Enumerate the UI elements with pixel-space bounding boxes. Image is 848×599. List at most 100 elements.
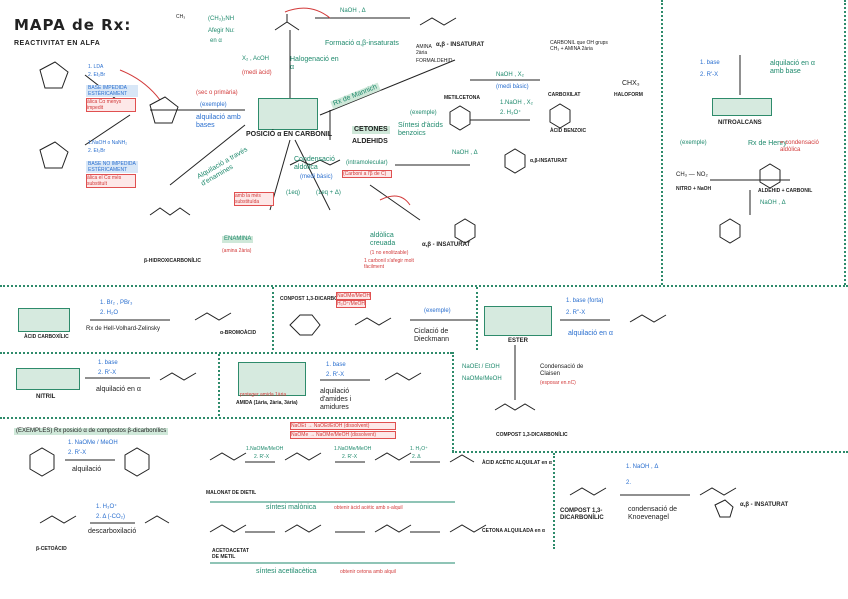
- divider-row3-a: [218, 354, 220, 416]
- sintesi-malonica: síntesi malònica: [266, 504, 317, 511]
- nitro-rx: 2. R'-X: [700, 72, 719, 78]
- nitril-alq: alquilació en α: [96, 386, 141, 393]
- medi-acid: (medi àcid): [242, 70, 272, 76]
- claisen-sub: (esposar en.nC): [540, 380, 576, 386]
- sec-primaria-label: (sec o primària): [196, 90, 238, 96]
- haloform: HALOFORM: [614, 92, 643, 98]
- step-h3o: 2. H₃O⁺: [500, 110, 522, 116]
- nitroalcans-label: NITROALCANS: [718, 120, 762, 126]
- afegir-nu-label: Afegir Nu:: [208, 28, 235, 34]
- amine-reagent: (CH₃)₂NH: [208, 16, 235, 22]
- knoev-step1: 1. NaOH , Δ: [626, 464, 659, 470]
- warn-naome: NaOMe → NaOMe/MeOH (dissolvent): [290, 431, 396, 439]
- malon-step2: 2. R'-X: [254, 454, 270, 460]
- nitro-exemple: (exemple): [680, 140, 707, 146]
- row4-rx: 2. R'-X: [68, 450, 87, 456]
- naoh-heat-mid: NaOH , Δ: [452, 150, 478, 156]
- nitril-label: NITRIL: [36, 394, 56, 400]
- en-alfa-label: en α: [210, 38, 222, 44]
- divider-row2-b: [476, 287, 478, 350]
- aldol-label: Condensació aldòlica: [294, 156, 335, 171]
- aldol-medi: (medi bàsic): [300, 174, 333, 180]
- naome-box: NaOMe/MeOH: [336, 292, 372, 300]
- row4-naome: 1. NaOMe / MeOH: [68, 440, 118, 446]
- ketoacid-label: β-CETOÀCID: [36, 546, 67, 552]
- base-no-impedida-note: BASE NO IMPEDIDA ESTÈRICAMENT: [86, 161, 138, 173]
- ester-label: ESTER: [508, 338, 529, 344]
- hvz-label: Rx de Hell-Volhard-Zelinsky: [86, 326, 161, 332]
- divider-nitro-right: [844, 0, 846, 285]
- ketoacid-co2: 2. Δ (-CO₂): [96, 514, 126, 520]
- br-pbr3: 1. Br₂ , PBr₃: [100, 300, 133, 306]
- insat-product: α,β - INSATURAT: [436, 42, 485, 48]
- central-label: POSICIÓ α EN CARBONIL: [246, 131, 332, 138]
- exemple-mid: (exemple): [410, 110, 437, 116]
- enamina-label: ENAMINA: [222, 236, 254, 243]
- et2-step-2: 2. Et₂Br: [88, 148, 106, 154]
- naoh-x2: NaOH , X₂: [496, 72, 525, 78]
- naoh-step: 1.NaOH o NaNH₂: [88, 140, 128, 146]
- formacio-insat: Formació α,β-insaturats: [325, 40, 399, 47]
- page-title: MAPA de Rx:: [14, 16, 132, 34]
- formaldehid: FORMALDEHID: [416, 58, 453, 64]
- hidroxi-label: β-HIDROXICARBONÍLIC: [144, 258, 201, 264]
- acid-box: [18, 308, 70, 332]
- dieckmann-label: Ciclació de Dieckmann: [414, 328, 450, 343]
- malonica-note: obtenir àcid acètic amb x-alquil: [334, 505, 403, 511]
- warn-naoet: NaOEt → NaOEt/EtOH (dissolvent): [290, 422, 396, 430]
- malon-h3o: 1. H₃O⁺: [410, 446, 428, 452]
- amida-rx: 2. R'-X: [326, 372, 345, 378]
- malon-step1: 1.NaOMe/MeOH: [246, 446, 284, 452]
- cond-note: 1 carbonil s'afegir molt fàcilment: [364, 258, 414, 270]
- row4-alq: alquilació: [72, 466, 102, 473]
- insat-mid: α,β-INSATURAT: [530, 158, 568, 164]
- amida-base: 1. base: [326, 362, 346, 368]
- step-naoh-x2: 1.NaOH , X₂: [500, 100, 534, 106]
- nitro-base: 1. base: [700, 60, 720, 66]
- dicarb-label: CONPOST 1,3-DICARBONÍLIC: [280, 296, 352, 302]
- acetoacetat-label: ACETOACETAT DE METIL: [212, 548, 249, 560]
- base-forta: 1. base (forta): [566, 298, 604, 304]
- ester-box: [484, 306, 552, 336]
- carboni-note: (Carboni a l'β de C): [342, 170, 392, 178]
- nitro-ch3: CH₃ — NO₂: [676, 172, 708, 178]
- knoevenagel-label: condensació de Knoevenagel: [628, 506, 678, 521]
- x2-acoh: X₂ , AcOH: [242, 56, 270, 62]
- base-impedida-note: BASE IMPEDIDA ESTÈRICAMENT: [86, 85, 138, 97]
- divider-row2-a: [272, 287, 274, 350]
- divider-nitro-left: [661, 0, 663, 285]
- divider-row4-right: [553, 453, 555, 549]
- divider-row2-top: [0, 285, 848, 287]
- divider-ester-bottom: [452, 451, 848, 453]
- naome-meoh: NaOMe/MeOH: [462, 376, 502, 382]
- metilcetona: METILCETONA: [444, 95, 481, 101]
- bromoacid-label: α-BROMOÀCID: [220, 330, 257, 336]
- d1eq: (1eq): [286, 190, 301, 196]
- halogenacio-label: Halogenació en α: [290, 56, 339, 71]
- lda-step: 1. LDA: [88, 64, 104, 70]
- example-label-left: (exemple): [200, 102, 227, 108]
- divider-row3-top: [0, 352, 452, 354]
- carboxilat: CARBOXILAT: [548, 92, 581, 98]
- menys-impedit-note: àlica Cα menys impedit: [86, 98, 136, 112]
- nitril-rx: 2. R'-X: [98, 370, 117, 376]
- naoh-heat: NaOH , Δ: [340, 8, 366, 14]
- nitro-sub: NITRO + NaOH: [676, 186, 712, 192]
- descarboxilacio: descarboxilació: [88, 528, 137, 535]
- naoet-etoh: NaOEt / EtOH: [462, 364, 500, 370]
- h2o-step: 2. H₂O: [100, 310, 118, 316]
- aldehids-label: ALDEHIDS: [352, 138, 388, 145]
- alq-alfa: alquilació en α: [568, 330, 613, 337]
- h3o-box: H₃O⁺/MeOH: [336, 300, 367, 308]
- no-enolitzable: (1 no enolitzable): [370, 250, 409, 256]
- divider-row4-top: [0, 417, 452, 419]
- cetones-label: CETONES: [352, 126, 390, 134]
- divider-ester-left: [452, 352, 454, 452]
- amida-prot: proteger amida 1ària: [240, 392, 287, 398]
- alquilacio-bases-label: alquilació amb bases: [196, 114, 241, 129]
- knoev-product: α,β - INSATURAT: [740, 502, 789, 508]
- nitro-naoh: NaOH , Δ: [760, 200, 786, 206]
- ch3-label: CH₃: [176, 14, 186, 20]
- acid-acetic-label: ÀCID ACÈTIC ALQUILAT en α: [482, 460, 552, 466]
